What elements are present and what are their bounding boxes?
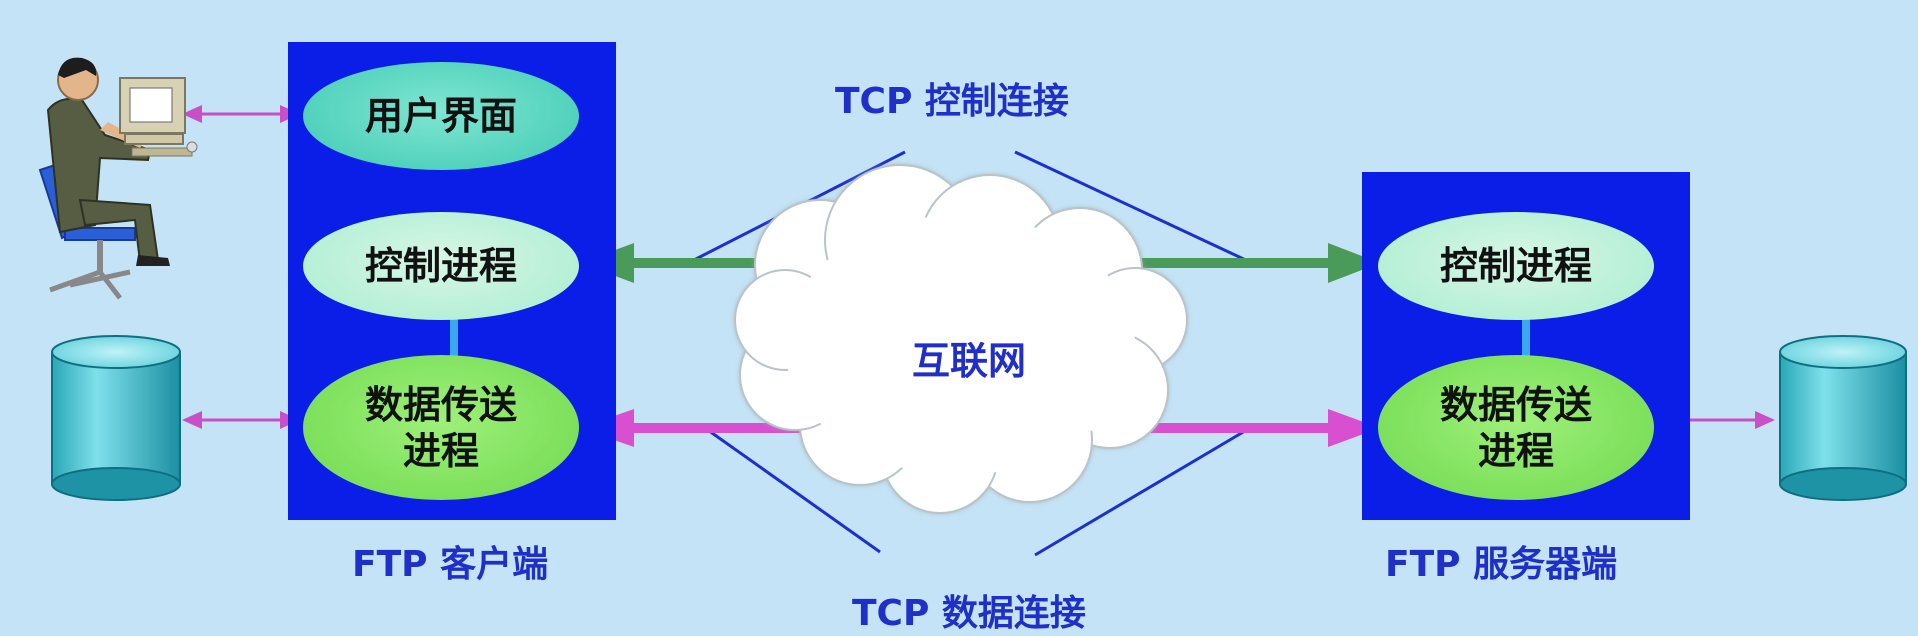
control-line-right <box>1014 150 1251 264</box>
client-process-connector <box>450 318 458 358</box>
user-at-computer-icon <box>38 57 198 300</box>
client-database-icon <box>51 335 181 501</box>
ftp-server-label: FTP 服务器端 <box>1385 544 1618 585</box>
client-data-process: 数据传送 进程 <box>303 355 579 500</box>
diagram-graphics <box>38 57 1907 557</box>
internet-label: 互联网 <box>912 339 1027 383</box>
client-db-arrow <box>182 411 300 429</box>
server-data-process-label-line1: 数据传送 <box>1439 382 1592 427</box>
client-user-interface: 用户界面 <box>303 62 579 170</box>
ftp-client-label: FTP 客户端 <box>352 544 549 585</box>
client-data-process-label-line1: 数据传送 <box>364 382 517 427</box>
server-data-process: 数据传送 进程 <box>1378 355 1654 500</box>
ftp-architecture-diagram: 用户界面 控制进程 数据传送 进程 控制进程 数据传送 进程 TCP 控制连接 … <box>38 42 1907 634</box>
client-control-process: 控制进程 <box>303 212 579 320</box>
data-line-left <box>704 426 881 554</box>
server-control-process-label: 控制进程 <box>1439 244 1592 288</box>
server-database-icon <box>1779 335 1907 501</box>
client-user-interface-label: 用户界面 <box>364 94 517 138</box>
internet-cloud-icon <box>734 164 1188 514</box>
server-data-process-label-line2: 进程 <box>1477 428 1554 473</box>
client-control-process-label: 控制进程 <box>364 244 517 288</box>
client-data-process-label-line2: 进程 <box>402 428 479 473</box>
tcp-control-connection-label: TCP 控制连接 <box>835 81 1069 122</box>
server-control-process: 控制进程 <box>1378 212 1654 320</box>
server-process-connector <box>1522 318 1530 358</box>
data-line-right <box>1034 426 1251 557</box>
tcp-data-connection-label: TCP 数据连接 <box>852 593 1086 634</box>
user-arrow <box>182 105 300 123</box>
